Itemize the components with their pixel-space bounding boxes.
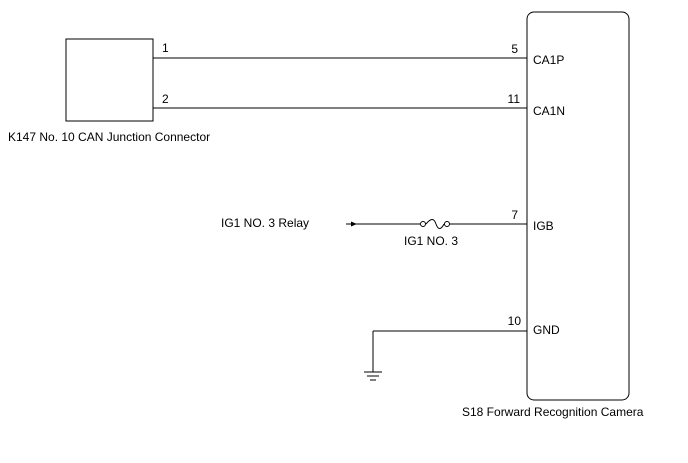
camera-pin-5-name: CA1P (533, 53, 564, 67)
fuse-icon (425, 219, 445, 229)
camera-pin-5-number: 5 (511, 42, 518, 56)
relay-label: IG1 NO. 3 Relay (221, 216, 309, 230)
camera-pin-10-name: GND (533, 323, 560, 337)
ground-icon (364, 371, 382, 381)
junction-connector-label: K147 No. 10 CAN Junction Connector (8, 130, 210, 144)
camera-pin-11-name: CA1N (533, 104, 565, 118)
camera-label: S18 Forward Recognition Camera (462, 405, 644, 419)
junction-connector-box (65, 38, 154, 122)
fuse-label: IG1 NO. 3 (404, 234, 458, 248)
camera-pin-11-number: 11 (508, 92, 521, 106)
junction-pin-2: 2 (162, 92, 169, 106)
camera-pin-7-number: 7 (511, 208, 518, 222)
fuse-terminal-left (420, 221, 426, 227)
camera-pin-10-number: 10 (508, 314, 522, 328)
junction-pin-1: 1 (162, 41, 169, 55)
camera-box (526, 11, 630, 401)
camera-pin-7-name: IGB (533, 219, 554, 233)
fuse-terminal-right (444, 221, 450, 227)
arrow-icon (351, 221, 357, 227)
